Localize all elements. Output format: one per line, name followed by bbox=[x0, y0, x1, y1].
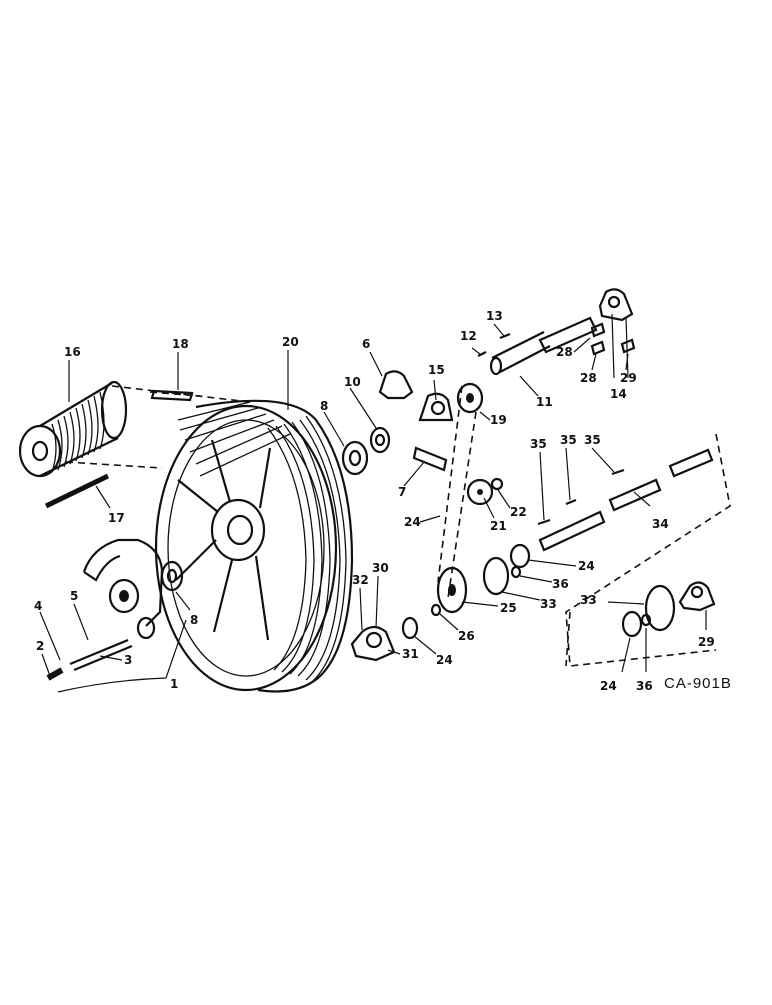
callout-28-b: 29 bbox=[620, 371, 637, 385]
callout-35-mid: 35 bbox=[560, 433, 577, 447]
callout-9: 10 bbox=[344, 375, 361, 389]
callout-25: 25 bbox=[500, 601, 517, 615]
assembly-guide-lines bbox=[65, 385, 731, 667]
shaft-10 bbox=[489, 316, 598, 376]
callout-24-lower-mid: 24 bbox=[436, 653, 453, 667]
callout-36-bottom: 36 bbox=[636, 679, 653, 693]
callout-36-top: 36 bbox=[552, 577, 569, 591]
drive-pulley-15 bbox=[18, 380, 128, 478]
callout-4: 4 bbox=[34, 599, 42, 613]
callout-18: 19 bbox=[490, 413, 507, 427]
collars-24 bbox=[401, 543, 643, 640]
large-sheave-19 bbox=[154, 399, 354, 693]
washers-27-28 bbox=[590, 322, 636, 356]
bearing-9 bbox=[369, 426, 391, 454]
callout-2: 2 bbox=[36, 639, 44, 653]
washers-36 bbox=[510, 565, 652, 627]
bearing-8-upper bbox=[341, 440, 369, 476]
callout-33-left: 33 bbox=[540, 597, 557, 611]
sprocket-25 bbox=[436, 566, 468, 614]
callout-11: 12 bbox=[460, 329, 477, 343]
sprocket-18 bbox=[456, 382, 484, 414]
washer-26 bbox=[430, 603, 442, 617]
callout-35-right: 35 bbox=[584, 433, 601, 447]
pins-11-12 bbox=[477, 332, 511, 357]
callout-35-left: 35 bbox=[530, 437, 547, 451]
callout-1: 1 bbox=[170, 677, 178, 691]
callout-12: 13 bbox=[486, 309, 503, 323]
callout-13: 14 bbox=[610, 387, 627, 401]
pins-35 bbox=[537, 468, 625, 526]
callout-22: 24 bbox=[404, 515, 421, 529]
key-16 bbox=[44, 473, 110, 509]
pillow-block-14 bbox=[418, 392, 454, 422]
callout-19: 20 bbox=[282, 335, 299, 349]
callout-29: 30 bbox=[372, 561, 389, 575]
callout-33-right: 33 bbox=[580, 593, 597, 607]
bearing-block-13 bbox=[598, 288, 634, 322]
callout-26: 26 bbox=[458, 629, 475, 643]
callout-34: 34 bbox=[652, 517, 669, 531]
sprockets-33 bbox=[482, 556, 676, 632]
callout-15: 16 bbox=[64, 345, 81, 359]
drawing-number: CA-901B bbox=[664, 675, 732, 692]
callout-7: 7 bbox=[398, 485, 406, 499]
callout-20: 21 bbox=[490, 519, 507, 533]
key-17 bbox=[150, 389, 194, 402]
callout-8-lower: 8 bbox=[190, 613, 198, 627]
callout-14: 15 bbox=[428, 363, 445, 377]
callout-24-bottom: 24 bbox=[600, 679, 617, 693]
callout-16: 17 bbox=[108, 511, 125, 525]
callout-31: 31 bbox=[402, 647, 419, 661]
pillow-block-30 bbox=[678, 581, 716, 612]
idler-arm-assembly bbox=[46, 538, 164, 681]
pillow-block-31 bbox=[350, 625, 396, 662]
callout-32: 32 bbox=[352, 573, 369, 587]
callout-6: 6 bbox=[362, 337, 370, 351]
callout-10: 11 bbox=[536, 395, 553, 409]
callout-5: 5 bbox=[70, 589, 78, 603]
bearing-cap-6 bbox=[378, 370, 414, 400]
ring-21 bbox=[490, 477, 504, 491]
callout-24-right-top: 24 bbox=[578, 559, 595, 573]
plate-7 bbox=[412, 446, 448, 472]
callout-27: 28 bbox=[556, 345, 573, 359]
callout-3: 3 bbox=[124, 653, 132, 667]
shaft-34 bbox=[538, 448, 714, 552]
callout-labels: 16 18 20 17 6 10 8 15 7 12 13 11 19 28 2… bbox=[34, 309, 732, 693]
sprocket-20 bbox=[466, 478, 494, 506]
callout-21: 22 bbox=[510, 505, 527, 519]
callout-17: 18 bbox=[172, 337, 189, 351]
callout-28-a: 28 bbox=[580, 371, 597, 385]
callout-8-upper: 8 bbox=[320, 399, 328, 413]
callout-30: 29 bbox=[698, 635, 715, 649]
